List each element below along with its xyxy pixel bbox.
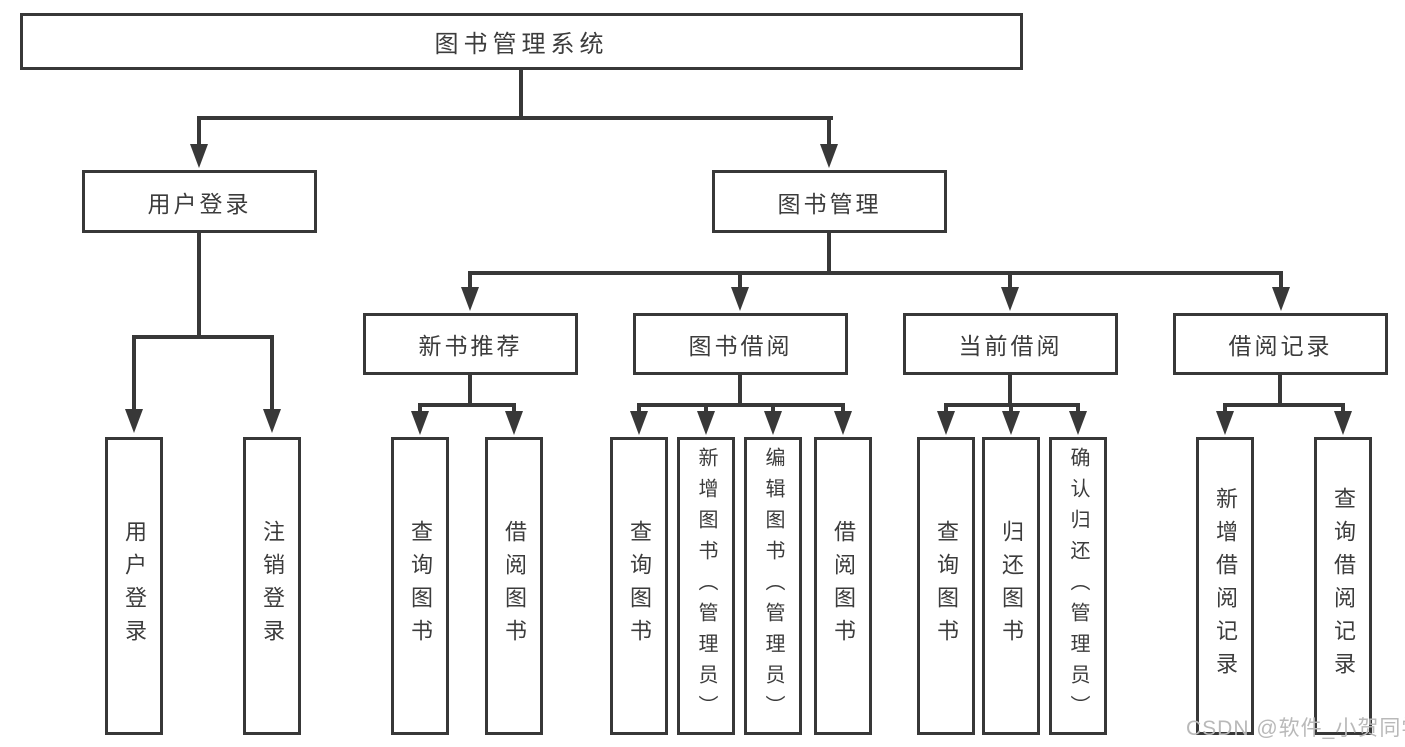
- arrow-down-icon: [630, 411, 648, 435]
- node-label: 当前借阅: [958, 333, 1063, 359]
- leaf-return-books: 归还图书: [982, 437, 1040, 735]
- arrow-down-icon: [697, 411, 715, 435]
- leaf-add-books-admin: 新增图书（管理员）: [677, 437, 735, 735]
- connector-line: [418, 403, 516, 407]
- connector-line: [1223, 403, 1345, 407]
- node-label: 用户登录: [147, 190, 252, 217]
- leaf-query-books-current: 查询图书: [917, 437, 975, 735]
- arrow-down-icon: [1334, 411, 1352, 435]
- connector-line: [1008, 375, 1012, 405]
- node-new-book-recommend: 新书推荐: [363, 313, 578, 375]
- arrow-down-icon: [125, 409, 143, 433]
- connector-line: [1223, 405, 1227, 413]
- connector-line: [468, 271, 1283, 275]
- node-book-borrowing: 图书借阅: [633, 313, 848, 375]
- connector-line: [132, 337, 136, 411]
- node-user-login: 用户登录: [82, 170, 317, 233]
- connector-line: [468, 375, 472, 405]
- connector-line: [270, 337, 274, 411]
- node-label: 确认归还（管理员）: [1067, 446, 1089, 726]
- leaf-query-books-borrowing: 查询图书: [610, 437, 668, 735]
- leaf-query-books-recommend: 查询图书: [391, 437, 449, 735]
- arrow-down-icon: [1001, 287, 1019, 311]
- node-library-management-system: 图书管理系统: [20, 13, 1023, 70]
- connector-line: [738, 273, 742, 289]
- connector-line: [841, 405, 845, 413]
- connector-line: [197, 116, 833, 120]
- connector-line: [637, 405, 641, 413]
- node-label: 图书管理: [777, 190, 882, 217]
- node-label: 图书管理系统: [434, 31, 609, 58]
- node-label: 编辑图书（管理员）: [762, 446, 784, 726]
- arrow-down-icon: [411, 411, 429, 435]
- connector-line: [418, 405, 422, 413]
- csdn-watermark: CSDN @软件_小贺同学: [1186, 717, 1405, 740]
- node-label: 查询图书: [408, 520, 433, 652]
- connector-line: [1009, 405, 1013, 413]
- node-label: 新增图书（管理员）: [695, 446, 717, 726]
- node-label: 查询图书: [934, 520, 959, 652]
- connector-line: [132, 335, 274, 339]
- leaf-query-borrow-record: 查询借阅记录: [1314, 437, 1372, 735]
- leaf-borrow-books-recommend: 借阅图书: [485, 437, 543, 735]
- arrow-down-icon: [764, 411, 782, 435]
- arrow-down-icon: [820, 144, 838, 168]
- node-label: 注销登录: [260, 520, 285, 652]
- node-current-borrowing: 当前借阅: [903, 313, 1118, 375]
- arrow-down-icon: [937, 411, 955, 435]
- leaf-confirm-return-admin: 确认归还（管理员）: [1049, 437, 1107, 735]
- connector-line: [1008, 273, 1012, 289]
- connector-line: [827, 233, 831, 273]
- leaf-edit-books-admin: 编辑图书（管理员）: [744, 437, 802, 735]
- arrow-down-icon: [461, 287, 479, 311]
- connector-line: [1076, 405, 1080, 413]
- arrow-down-icon: [263, 409, 281, 433]
- arrow-down-icon: [731, 287, 749, 311]
- connector-line: [468, 273, 472, 289]
- node-label: 借阅图书: [831, 520, 856, 652]
- node-label: 用户登录: [122, 520, 147, 652]
- connector-line: [512, 405, 516, 413]
- connector-line: [771, 405, 775, 413]
- leaf-borrow-books-borrowing: 借阅图书: [814, 437, 872, 735]
- arrow-down-icon: [1069, 411, 1087, 435]
- connector-line: [1278, 375, 1282, 405]
- connector-line: [519, 70, 523, 118]
- arrow-down-icon: [1002, 411, 1020, 435]
- connector-line: [197, 233, 201, 337]
- node-label: 新书推荐: [418, 333, 523, 359]
- node-label: 归还图书: [999, 520, 1024, 652]
- connector-line: [1279, 273, 1283, 289]
- connector-line: [704, 405, 708, 413]
- node-borrowing-records: 借阅记录: [1173, 313, 1388, 375]
- connector-line: [1341, 405, 1345, 413]
- connector-line: [827, 118, 831, 146]
- node-label: 图书借阅: [688, 333, 793, 359]
- arrow-down-icon: [505, 411, 523, 435]
- arrow-down-icon: [834, 411, 852, 435]
- leaf-add-borrow-record: 新增借阅记录: [1196, 437, 1254, 735]
- arrow-down-icon: [1272, 287, 1290, 311]
- leaf-user-login: 用户登录: [105, 437, 163, 735]
- node-label: 新增借阅记录: [1213, 487, 1238, 685]
- leaf-logout: 注销登录: [243, 437, 301, 735]
- connector-line: [637, 403, 845, 407]
- node-label: 借阅记录: [1228, 333, 1333, 359]
- connector-line: [738, 375, 742, 405]
- node-label: 借阅图书: [502, 520, 527, 652]
- node-label: 查询图书: [627, 520, 652, 652]
- connector-line: [944, 405, 948, 413]
- arrow-down-icon: [1216, 411, 1234, 435]
- arrow-down-icon: [190, 144, 208, 168]
- node-label: 查询借阅记录: [1331, 487, 1356, 685]
- connector-line: [197, 118, 201, 146]
- node-book-management: 图书管理: [712, 170, 947, 233]
